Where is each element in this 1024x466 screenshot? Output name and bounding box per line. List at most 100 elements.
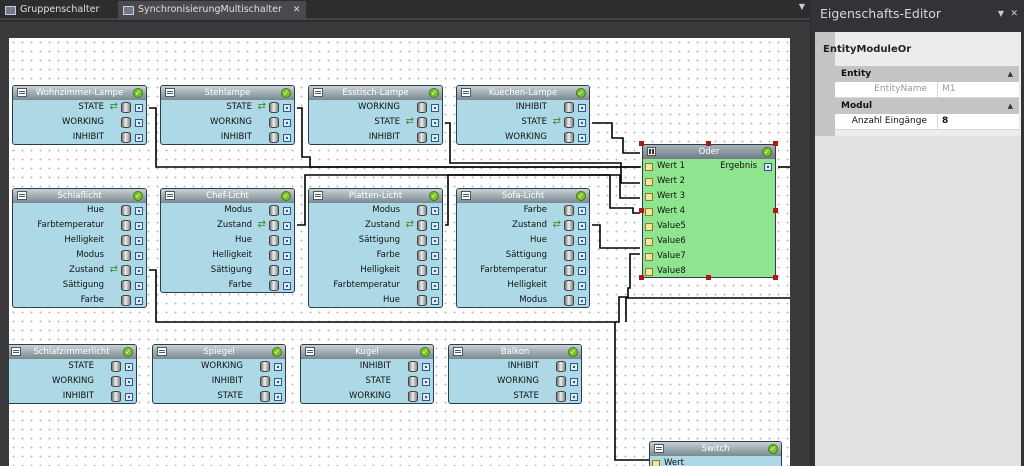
output-port[interactable] — [274, 378, 282, 386]
output-port[interactable] — [283, 267, 291, 275]
output-port[interactable] — [135, 134, 143, 142]
selection-handle[interactable] — [706, 141, 711, 146]
node-header[interactable]: Wohnzimmer-Lampe✓ — [13, 86, 146, 100]
node-header[interactable]: Schlafzimmerlicht✓ — [9, 345, 136, 359]
output-port[interactable] — [422, 393, 430, 401]
output-port[interactable] — [431, 104, 439, 112]
output-port[interactable] — [135, 207, 143, 215]
output-port[interactable] — [422, 363, 430, 371]
node-header[interactable]: Sofa-Licht✓ — [457, 189, 589, 203]
output-port[interactable] — [578, 282, 586, 290]
collapse-icon[interactable]: ▲ — [1007, 70, 1013, 78]
output-port[interactable] — [431, 134, 439, 142]
output-port[interactable] — [431, 282, 439, 290]
output-port[interactable] — [283, 134, 291, 142]
output-port[interactable] — [578, 252, 586, 260]
output-port[interactable] — [570, 363, 578, 371]
input-port[interactable] — [645, 178, 653, 186]
output-port[interactable] — [578, 134, 586, 142]
selection-handle[interactable] — [639, 208, 644, 213]
output-port[interactable] — [431, 237, 439, 245]
output-port[interactable] — [135, 119, 143, 127]
output-port[interactable] — [135, 237, 143, 245]
output-port[interactable] — [578, 222, 586, 230]
node-header[interactable]: Kuechen-Lampe✓ — [457, 86, 589, 100]
tab-synchronisierung-multischalter[interactable]: SynchronisierungMultischalter ✕ — [118, 1, 307, 20]
output-port[interactable] — [135, 222, 143, 230]
category-modul[interactable]: Modul ▲ — [835, 98, 1019, 114]
node-header[interactable]: Kugel✓ — [301, 345, 433, 359]
selection-handle[interactable] — [706, 275, 711, 280]
selection-handle[interactable] — [639, 141, 644, 146]
output-port[interactable] — [125, 393, 133, 401]
output-port[interactable] — [570, 378, 578, 386]
output-port[interactable] — [578, 207, 586, 215]
output-port[interactable] — [274, 363, 282, 371]
input-port[interactable] — [645, 223, 653, 231]
node-spiegel[interactable]: Spiegel✓ WORKING INHIBIT STATE — [152, 344, 286, 404]
close-icon[interactable]: ✕ — [292, 5, 301, 15]
node-header[interactable]: Balkon✓ — [449, 345, 581, 359]
property-anzahl-eingaenge[interactable]: Anzahl Eingänge 8 — [835, 114, 1019, 130]
output-port[interactable] — [283, 237, 291, 245]
input-port[interactable] — [645, 253, 653, 261]
output-port[interactable] — [125, 363, 133, 371]
node-header[interactable]: Chef-Licht✓ — [161, 189, 294, 203]
output-port[interactable] — [578, 119, 586, 127]
node-wohnzimmer-lampe[interactable]: Wohnzimmer-Lampe✓ STATE⇄ WORKING INHIBIT — [12, 85, 147, 145]
selection-handle[interactable] — [639, 275, 644, 280]
output-port[interactable] — [283, 222, 291, 230]
input-port[interactable] — [645, 238, 653, 246]
output-port[interactable] — [283, 207, 291, 215]
output-port[interactable] — [135, 297, 143, 305]
output-port[interactable] — [135, 104, 143, 112]
output-port[interactable] — [578, 267, 586, 275]
output-port[interactable] — [135, 252, 143, 260]
pin-icon[interactable]: ▼ — [997, 9, 1004, 18]
selection-handle[interactable] — [773, 208, 778, 213]
output-port[interactable] — [570, 393, 578, 401]
node-header[interactable]: Platten-Licht✓ — [309, 189, 442, 203]
output-port[interactable] — [283, 252, 291, 260]
selection-handle[interactable] — [773, 275, 778, 280]
output-port[interactable] — [431, 252, 439, 260]
node-header[interactable]: Esstisch-Lampe✓ — [309, 86, 442, 100]
input-port[interactable] — [645, 208, 653, 216]
node-sofa-licht[interactable]: Sofa-Licht✓ Farbe Zustand⇄ Hue Sättigung… — [456, 188, 590, 308]
selection-handle[interactable] — [773, 141, 778, 146]
node-stehlampe[interactable]: Stehlampe✓ STATE⇄ WORKING INHIBIT — [160, 85, 295, 145]
tab-gruppenschalter[interactable]: Gruppenschalter — [0, 1, 105, 20]
input-port[interactable] — [645, 163, 653, 171]
output-port[interactable] — [578, 297, 586, 305]
output-port[interactable] — [764, 163, 772, 171]
node-header[interactable]: Switch✓ — [650, 442, 781, 456]
output-port[interactable] — [431, 222, 439, 230]
input-port[interactable] — [645, 193, 653, 201]
input-port[interactable] — [645, 268, 653, 276]
node-chef-licht[interactable]: Chef-Licht✓ Modus Zustand⇄ Hue Helligkei… — [160, 188, 295, 293]
output-port[interactable] — [274, 393, 282, 401]
node-schlaflicht[interactable]: Schlaflicht✓ Hue Farbtemperatur Helligke… — [12, 188, 147, 308]
collapse-icon[interactable]: ▲ — [1007, 102, 1013, 110]
node-schlafzimmerlicht[interactable]: Schlafzimmerlicht✓ STATE WORKING INHIBIT — [9, 344, 137, 404]
output-port[interactable] — [283, 282, 291, 290]
output-port[interactable] — [431, 207, 439, 215]
node-header[interactable]: Schlaflicht✓ — [13, 189, 146, 203]
node-header[interactable]: Oder✓ — [643, 145, 775, 159]
output-port[interactable] — [135, 282, 143, 290]
node-switch[interactable]: Switch✓ Wert — [649, 441, 782, 466]
output-port[interactable] — [283, 119, 291, 127]
output-port[interactable] — [431, 297, 439, 305]
output-port[interactable] — [578, 237, 586, 245]
output-port[interactable] — [431, 119, 439, 127]
close-icon[interactable]: ✕ — [1010, 9, 1018, 19]
output-port[interactable] — [135, 267, 143, 275]
output-port[interactable] — [125, 378, 133, 386]
output-port[interactable] — [422, 378, 430, 386]
output-port[interactable] — [283, 104, 291, 112]
diagram-canvas[interactable]: Wohnzimmer-Lampe✓ STATE⇄ WORKING INHIBIT… — [9, 38, 790, 466]
node-kugel[interactable]: Kugel✓ INHIBIT STATE WORKING — [300, 344, 434, 404]
output-port[interactable] — [431, 267, 439, 275]
node-esstisch-lampe[interactable]: Esstisch-Lampe✓ WORKING STATE⇄ INHIBIT — [308, 85, 443, 145]
